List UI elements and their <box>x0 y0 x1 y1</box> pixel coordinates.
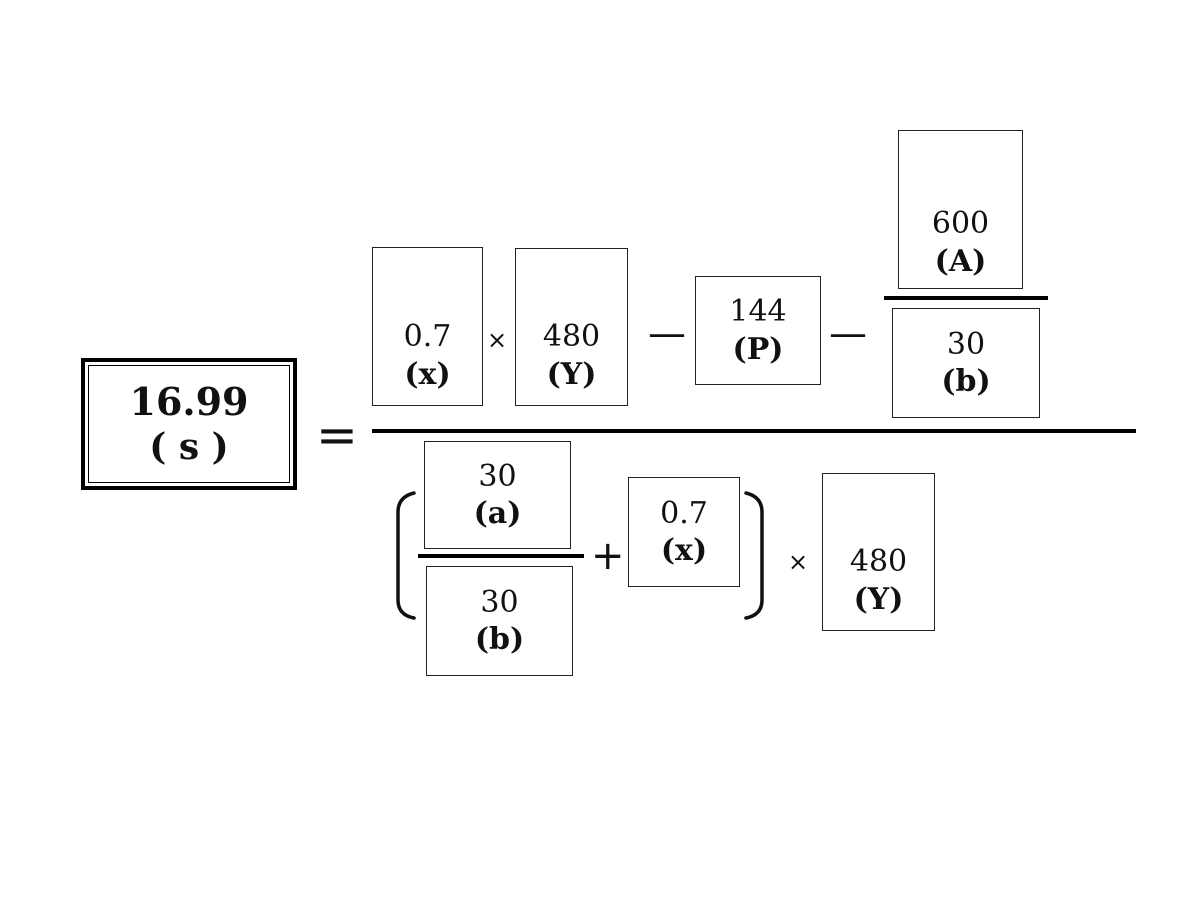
denominator-x-value: 0.7 <box>660 495 708 531</box>
numerator-b-label: (b) <box>941 364 991 399</box>
A-over-b-fraction-bar <box>884 296 1048 300</box>
numerator-A-value: 600 <box>931 206 990 241</box>
denominator-x-box: 0.7 (x) <box>628 477 740 587</box>
numerator-x-box: 0.7 (x) <box>372 247 483 406</box>
right-parenthesis <box>744 491 764 620</box>
result-inner: 16.99 ( s ) <box>88 365 290 483</box>
numerator-b-box: 30 (b) <box>892 308 1040 418</box>
denominator-x-label: (x) <box>660 533 708 568</box>
numerator-x-value: 0.7 <box>403 319 452 354</box>
denominator-b-label: (b) <box>474 622 525 657</box>
denominator-Y-label: (Y) <box>853 581 904 617</box>
minus-sign-2: — <box>829 311 867 355</box>
numerator-P-box: 144 (P) <box>695 276 821 385</box>
numerator-x-label: (x) <box>404 356 451 392</box>
denominator-b-box: 30 (b) <box>426 566 573 676</box>
left-parenthesis <box>396 491 416 620</box>
result-label: ( s ) <box>149 426 229 469</box>
times-sign-numerator: × <box>487 326 508 354</box>
numerator-A-label: (A) <box>934 243 987 279</box>
numerator-A-box: 600 (A) <box>898 130 1023 289</box>
times-sign-denominator: × <box>788 548 809 576</box>
numerator-Y-label: (Y) <box>546 356 597 392</box>
equals-sign: = <box>316 406 358 464</box>
numerator-Y-box: 480 (Y) <box>515 248 628 406</box>
numerator-Y-value: 480 <box>542 319 601 354</box>
numerator-b-value: 30 <box>946 326 986 362</box>
denominator-b-value: 30 <box>480 584 519 620</box>
denominator-a-box: 30 (a) <box>424 441 571 549</box>
a-over-b-fraction-bar <box>418 554 584 558</box>
denominator-Y-box: 480 (Y) <box>822 473 935 631</box>
denominator-a-label: (a) <box>473 496 522 531</box>
minus-sign-1: — <box>648 311 686 355</box>
plus-sign: + <box>591 533 625 579</box>
result-value: 16.99 <box>129 378 249 424</box>
numerator-P-value: 144 <box>729 294 787 329</box>
main-fraction-bar <box>372 429 1136 433</box>
denominator-Y-value: 480 <box>849 544 908 579</box>
numerator-P-label: (P) <box>732 331 784 367</box>
result-box: 16.99 ( s ) <box>81 358 297 490</box>
denominator-a-value: 30 <box>478 458 517 494</box>
